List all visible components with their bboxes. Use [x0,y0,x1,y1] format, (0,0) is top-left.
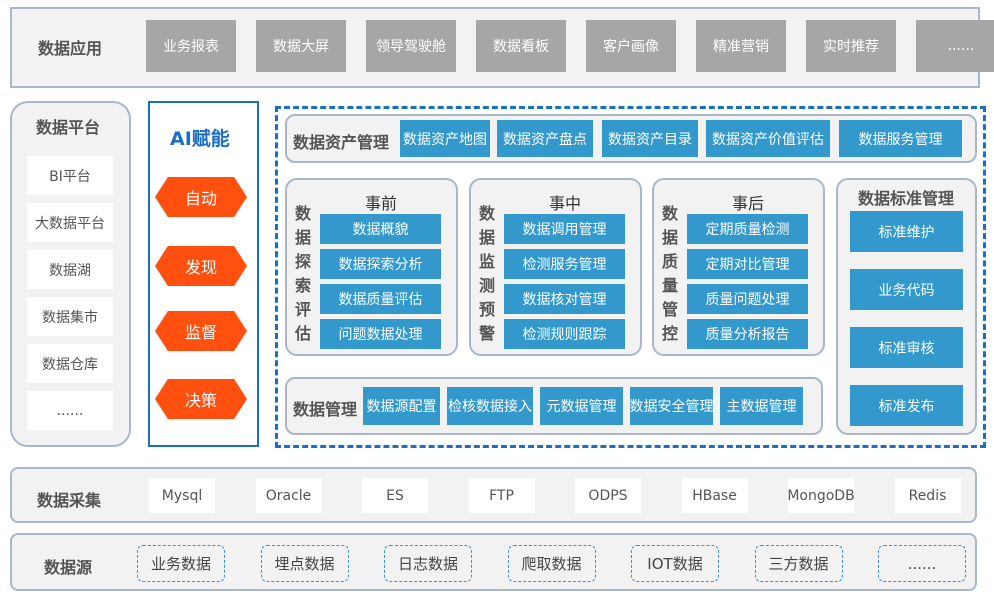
side-char: 量 [661,276,678,295]
phase-item: 问题数据处理 [320,319,441,349]
ai-title: AI赋能 [170,128,230,150]
collect-item: HBase [681,478,748,513]
app-item: 数据大屏 [256,20,346,72]
asset-item: 数据资产价值评估 [706,120,830,157]
phase-item: 质量问题处理 [687,284,808,314]
standard-item: 标准发布 [850,385,963,426]
collect-item: Oracle [255,478,322,513]
source-item: 业务数据 [137,545,225,582]
side-char: 警 [478,324,495,343]
app-item: 数据看板 [476,20,566,72]
platform-item: 数据集市 [27,297,113,336]
manage-item: 主数据管理 [720,387,803,425]
platform-item: 数据湖 [27,250,113,289]
side-char: 估 [294,324,311,343]
platform-item: ...... [27,391,113,430]
source-item: 埋点数据 [260,545,349,582]
phase-item: 定期质量检测 [687,214,808,244]
manage-item: 元数据管理 [540,387,623,425]
phase-item: 定期对比管理 [687,249,808,279]
phase-item: 检测服务管理 [504,249,625,279]
app-item: ...... [916,20,994,72]
side-char: 数 [478,204,495,223]
standard-title: 数据标准管理 [858,189,955,208]
side-char: 管 [661,300,678,319]
phase-item: 质量分析报告 [687,319,808,349]
side-char: 数 [294,204,311,223]
collect-item: ES [362,478,428,513]
ai-item: 自动 [155,177,247,217]
standard-item: 标准维护 [850,211,963,252]
side-char: 预 [478,300,495,319]
phase-title: 事中 [548,194,581,213]
asset-item: 数据资产地图 [400,120,490,157]
phase-title: 事后 [731,194,764,213]
ai-item: 决策 [155,379,247,419]
collect-item: MongoDB [787,478,855,513]
governance-area [275,106,986,448]
phase-side-label: 数据探索评估 [293,202,313,346]
side-char: 据 [661,228,678,247]
side-char: 评 [294,300,311,319]
phase-item: 数据核对管理 [504,284,625,314]
side-char: 索 [294,276,311,295]
side-char: 控 [661,324,678,343]
phase-item: 数据探索分析 [320,249,441,279]
collect-title: 数据采集 [37,491,102,510]
phase-item: 数据调用管理 [504,214,625,244]
side-char: 测 [478,276,495,295]
phase-side-label: 数据质量管控 [660,202,680,346]
app-item: 实时推荐 [806,20,896,72]
asset-item: 数据资产盘点 [497,120,593,157]
source-item: 日志数据 [384,545,472,582]
source-item: 爬取数据 [507,545,596,582]
ai-item: 发现 [155,246,247,286]
phase-side-label: 数据监测预警 [477,202,497,346]
standard-item: 业务代码 [850,269,963,310]
collect-item: FTP [468,478,535,513]
app-layer-title: 数据应用 [38,39,103,58]
manage-item: 检核数据接入 [447,387,533,425]
phase-item: 数据质量评估 [320,284,441,314]
app-item: 业务报表 [146,20,236,72]
phase-item: 检测规则跟踪 [504,319,625,349]
app-item: 客户画像 [586,20,676,72]
app-item: 精准营销 [696,20,786,72]
source-item: ...... [878,545,966,582]
asset-item: 数据服务管理 [839,120,962,157]
side-char: 监 [478,252,495,271]
side-char: 据 [478,228,495,247]
ai-item: 监督 [155,311,247,351]
side-char: 探 [294,252,311,271]
asset-title: 数据资产管理 [293,133,390,152]
source-item: 三方数据 [754,545,843,582]
source-title: 数据源 [44,558,93,577]
collect-item: Mysql [149,478,215,513]
manage-title: 数据管理 [293,400,358,419]
manage-item: 数据源配置 [363,387,440,425]
phase-item: 数据概貌 [320,214,441,244]
standard-item: 标准审核 [850,327,963,368]
source-item: IOT数据 [631,545,719,582]
app-item: 领导驾驶舱 [366,20,456,72]
side-char: 质 [661,252,678,271]
phase-title: 事前 [364,194,397,213]
platform-item: 大数据平台 [27,203,113,242]
side-char: 据 [294,228,311,247]
collect-item: Redis [894,478,961,513]
platform-item: 数据仓库 [27,344,113,383]
asset-item: 数据资产目录 [602,120,698,157]
platform-title: 数据平台 [36,118,101,137]
platform-item: BI平台 [27,156,113,195]
collect-item: ODPS [575,478,641,513]
side-char: 数 [661,204,678,223]
manage-item: 数据安全管理 [630,387,714,425]
